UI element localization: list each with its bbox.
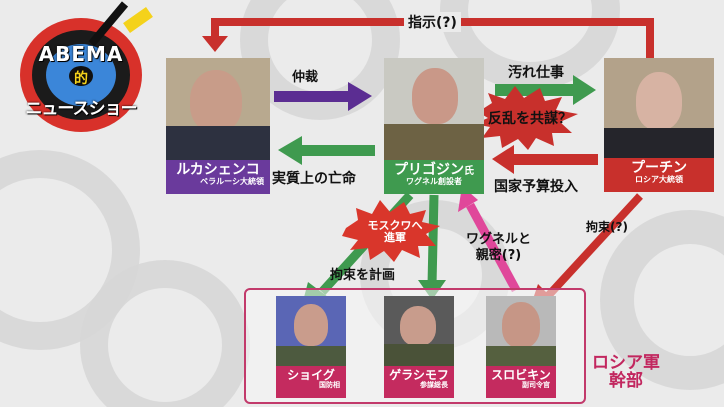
restraint-label: 拘束(?) [586,220,628,234]
mediation-label: 仲裁 [292,70,319,85]
exile-label: 実質上の亡命 [272,171,356,187]
person-card-shoigu: ショイグ 国防相 [276,296,346,398]
shoigu-namebar: ショイグ 国防相 [276,366,346,398]
surovikin-role: 副司令官 [522,380,550,389]
gerasimov-name: ゲラシモフ [389,368,449,382]
rebellion-burst-text: 反乱を共謀？ [488,111,572,127]
surovikin-name: スロビキン [491,368,551,382]
person-card-prigozhin: プリゴジン氏 ワグネル創設者 [384,58,484,194]
logo-text-abema: ABEMA [38,42,124,66]
shoigu-name: ショイグ [287,368,335,382]
logo-bullseye [69,66,93,86]
prigozhin-name-text: プリゴジン [394,162,464,178]
surovikin-photo [486,296,556,366]
prigozhin-honorific: 氏 [464,166,474,177]
lukashenko-name: ルカシェンコ [176,162,260,178]
person-card-lukashenko: ルカシェンコ ベラルーシ大統領 [166,58,270,194]
putin-photo [604,58,714,158]
dart-feather-icon [123,7,153,33]
prigozhin-namebar: プリゴジン氏 ワグネル創設者 [384,160,484,194]
prigozhin-photo [384,58,484,160]
person-card-putin: プーチン ロシア大統領 [604,58,714,192]
person-card-surovikin: スロビキン 副司令官 [486,296,556,398]
russian-military-leaders-label: ロシア軍 幹部 [592,353,660,391]
dirty-work-label: 汚れ仕事 [508,65,564,81]
logo-text-news-show: ニュースショー [25,99,137,119]
state-budget-arrow [512,154,598,165]
gerasimov-role: 参謀総長 [420,380,448,389]
putin-role: ロシア大統領 [635,174,683,184]
logo-text-teki: 的 [74,71,88,87]
shoigu-role: 国防相 [319,380,340,389]
group-label-line1: ロシア軍 [592,353,660,373]
prigozhin-name: プリゴジン氏 [384,163,484,178]
exile-arrow [300,145,375,156]
gerasimov-namebar: ゲラシモフ 参謀総長 [384,366,454,398]
shoigu-photo [276,296,346,366]
group-label-line2: 幹部 [609,370,643,391]
lukashenko-namebar: ルカシェンコ ベラルーシ大統領 [166,160,270,194]
state-budget-arrowhead [492,145,514,174]
instruction-arrowhead [202,36,228,52]
close-to-wagner-line1: ワグネルと [466,232,532,247]
prigozhin-role: ワグネル創設者 [406,176,462,186]
plan-detain-label: 拘束を計画 [330,268,396,283]
moscow-burst-line2: 進軍 [384,231,406,245]
instruction-label: 指示(?) [404,12,461,32]
dirty-work-arrowhead [573,75,596,105]
putin-name: プーチン [631,160,687,176]
person-card-gerasimov: ゲラシモフ 参謀総長 [384,296,454,398]
close-to-wagner-label: ワグネルと 親密(?) [466,232,531,263]
surovikin-namebar: スロビキン 副司令官 [486,366,556,398]
putin-namebar: プーチン ロシア大統領 [604,158,714,192]
moscow-burst-line1: モスクワへ [367,219,423,232]
moscow-burst-text: モスクワへ 進軍 [356,219,434,245]
gerasimov-photo [384,296,454,366]
close-to-wagner-line2: 親密(?) [475,247,522,263]
lukashenko-photo [166,58,270,160]
abema-news-show-logo: ABEMA 的 ニュースショー [6,1,156,132]
lukashenko-role: ベラルーシ大統領 [200,176,264,186]
exile-arrowhead [278,136,302,165]
state-budget-label: 国家予算投入 [494,179,578,195]
